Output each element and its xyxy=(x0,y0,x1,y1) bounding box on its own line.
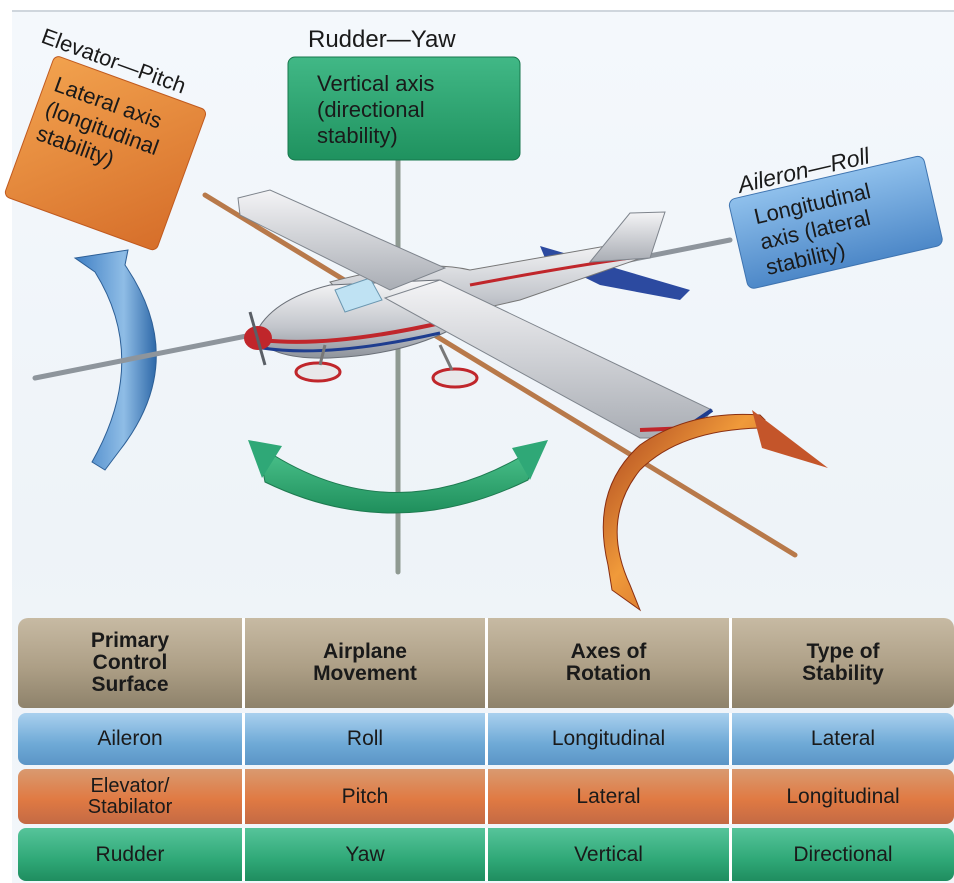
pitch-arrow-head xyxy=(752,410,828,468)
table-cell-stability: Lateral xyxy=(810,727,876,750)
yaw-arrow-head-right xyxy=(512,440,548,480)
table-cell-axis: Vertical xyxy=(488,828,732,881)
aileron-box: Longitudinal axis (lateral stability) xyxy=(728,155,943,289)
airplane-icon xyxy=(237,189,714,439)
table-cell-surface: Aileron xyxy=(18,713,245,765)
table-cell-stability: Directional xyxy=(793,842,893,866)
rudder-title: Rudder—Yaw xyxy=(308,26,456,53)
pitch-arrow-icon xyxy=(602,413,766,612)
rudder-box-line-1: Vertical axis xyxy=(317,71,434,96)
table-cell-surface: Rudder xyxy=(18,828,245,881)
rudder-box-line-2: (directional xyxy=(317,97,425,122)
table-cell-movement: Roll xyxy=(245,713,488,765)
elevator-box: Lateral axis (longitudinal stability) xyxy=(4,56,207,251)
axes-diagram: Elevator—Pitch Lateral axis (longitudina… xyxy=(4,23,943,612)
table-row-elevator: Elevator/Stabilator Pitch Lateral Longit… xyxy=(18,769,954,824)
lateral-axis-rod xyxy=(202,192,798,558)
table-cell-surface: Elevator/Stabilator xyxy=(18,769,245,824)
rudder-box: Vertical axis (directional stability) xyxy=(287,56,521,161)
roll-arrow-icon xyxy=(73,249,157,471)
table-cell-stability: Longitudinal xyxy=(786,784,900,808)
table-row-rudder: Rudder Yaw Vertical Directional xyxy=(18,828,954,881)
yaw-arrow-head-left xyxy=(248,440,282,478)
table-cell-axis: Longitudinal xyxy=(488,713,732,765)
table-cell-axis: Lateral xyxy=(488,769,732,824)
table-cell-movement: Yaw xyxy=(245,828,488,881)
table-cell-movement: Pitch xyxy=(245,769,488,824)
rudder-box-line-3: stability) xyxy=(317,123,398,148)
table-row-aileron: Aileron Roll Longitudinal Lateral xyxy=(18,713,954,765)
